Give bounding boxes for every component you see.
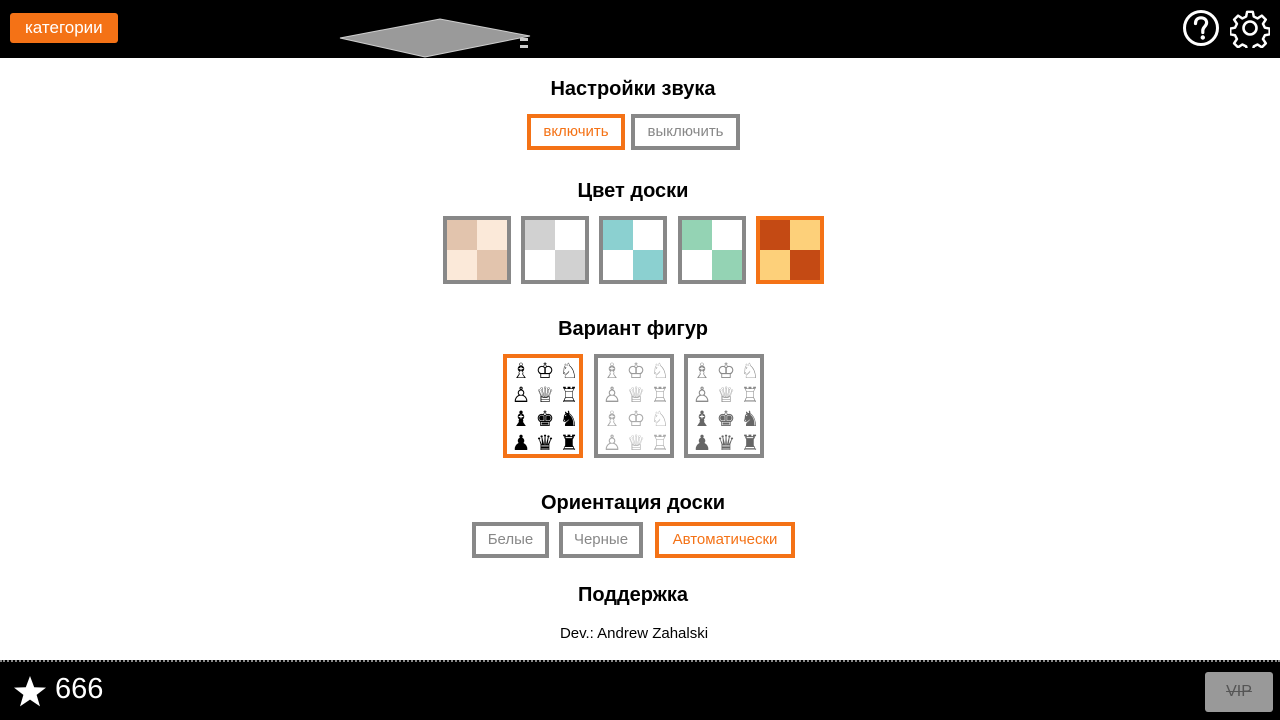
board-color-option-3[interactable] <box>599 216 667 284</box>
board-color-square <box>682 220 712 250</box>
sound-on-button[interactable]: включить <box>527 114 625 150</box>
board-color-square <box>790 250 820 280</box>
board-color-square <box>555 220 585 250</box>
board-color-square <box>682 250 712 280</box>
board-color-square <box>790 220 820 250</box>
board-color-square <box>447 220 477 250</box>
board-color-preview <box>447 220 507 280</box>
sound-off-button[interactable]: выключить <box>631 114 740 150</box>
board-color-preview <box>682 220 742 280</box>
board-color-square <box>712 220 742 250</box>
star-icon <box>14 676 46 707</box>
board-color-preview <box>525 220 585 280</box>
dark-pieces-preview: ♗♔♘ ♙♕♖ ♝♚♞ ♟♛♜ <box>692 359 760 455</box>
board-color-option-4[interactable] <box>678 216 746 284</box>
board-color-option-1[interactable] <box>443 216 511 284</box>
board-color-option-5[interactable] <box>756 216 824 284</box>
board-color-preview <box>603 220 663 280</box>
board-color-title: Цвет доски <box>577 180 689 202</box>
top-bar: категории <box>0 0 1280 58</box>
board-color-square <box>477 220 507 250</box>
board-color-square <box>525 220 555 250</box>
vip-button[interactable]: VIP <box>1205 672 1273 712</box>
orientation-title: Ориентация доски <box>540 492 726 514</box>
support-title: Поддержка <box>577 584 689 606</box>
board-color-square <box>760 250 790 280</box>
piece-set-option-dark[interactable]: ♗♔♘ ♙♕♖ ♝♚♞ ♟♛♜ <box>684 354 764 458</box>
board-color-square <box>525 250 555 280</box>
board-silhouette-decoration <box>339 18 531 58</box>
board-color-square <box>447 250 477 280</box>
orientation-black-button[interactable]: Черные <box>559 522 643 558</box>
help-icon[interactable] <box>1182 9 1220 47</box>
sound-settings-title: Настройки звука <box>550 78 716 100</box>
bottom-bar: 666 VIP <box>0 660 1280 720</box>
classic-pieces-preview: ♗♔♘ ♙♕♖ ♝♚♞ ♟♛♜ <box>511 359 579 455</box>
orientation-white-button[interactable]: Белые <box>472 522 549 558</box>
gear-icon[interactable] <box>1230 8 1270 48</box>
light-pieces-preview: ♗♔♘ ♙♕♖ ♗♔♘ ♙♕♖ <box>602 359 670 455</box>
board-color-square <box>603 220 633 250</box>
orientation-auto-button[interactable]: Автоматически <box>655 522 795 558</box>
board-color-square <box>760 220 790 250</box>
piece-set-option-classic[interactable]: ♗♔♘ ♙♕♖ ♝♚♞ ♟♛♜ <box>503 354 583 458</box>
board-color-square <box>477 250 507 280</box>
board-color-square <box>555 250 585 280</box>
developer-credit: Dev.: Andrew Zahalski <box>559 625 709 642</box>
score-counter: 666 <box>55 673 104 705</box>
piece-set-title: Вариант фигур <box>558 318 708 340</box>
piece-set-option-light[interactable]: ♗♔♘ ♙♕♖ ♗♔♘ ♙♕♖ <box>594 354 674 458</box>
board-color-square <box>633 220 663 250</box>
categories-button[interactable]: категории <box>10 13 118 43</box>
board-color-square <box>712 250 742 280</box>
board-color-square <box>603 250 633 280</box>
board-color-square <box>633 250 663 280</box>
board-color-option-2[interactable] <box>521 216 589 284</box>
board-color-preview <box>760 220 820 280</box>
